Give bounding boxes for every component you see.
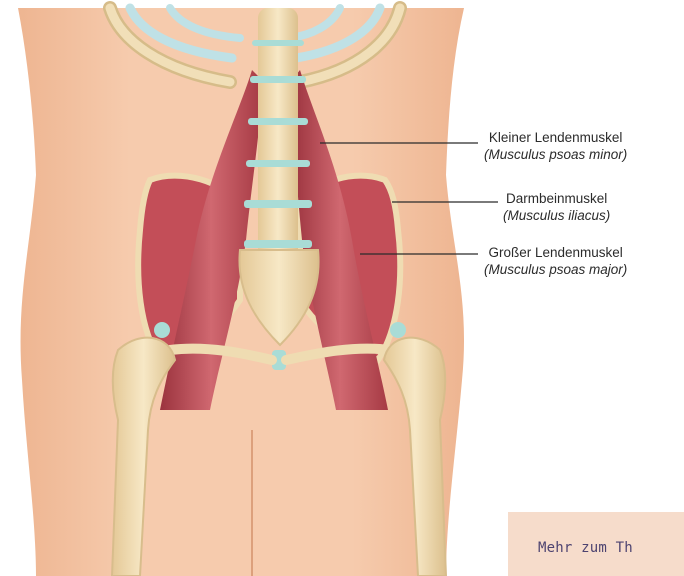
label-psoas-major-latin: (Musculus psoas major)	[484, 261, 627, 278]
left-margin	[0, 0, 18, 576]
more-topic-link[interactable]: Mehr zum Th	[538, 540, 633, 556]
label-psoas-minor-latin: (Musculus psoas minor)	[484, 146, 627, 163]
label-iliacus-german: Darmbeinmuskel	[503, 190, 610, 207]
label-psoas-major-german: Großer Lendenmuskel	[484, 244, 627, 261]
right-margin	[464, 0, 684, 576]
label-psoas-minor: Kleiner Lendenmuskel (Musculus psoas min…	[484, 129, 627, 163]
label-iliacus: Darmbeinmuskel (Musculus iliacus)	[503, 190, 610, 224]
label-iliacus-latin: (Musculus iliacus)	[503, 207, 610, 224]
right-hip-joint	[390, 322, 406, 338]
label-psoas-minor-german: Kleiner Lendenmuskel	[484, 129, 627, 146]
left-hip-joint	[154, 322, 170, 338]
label-psoas-major: Großer Lendenmuskel (Musculus psoas majo…	[484, 244, 627, 278]
